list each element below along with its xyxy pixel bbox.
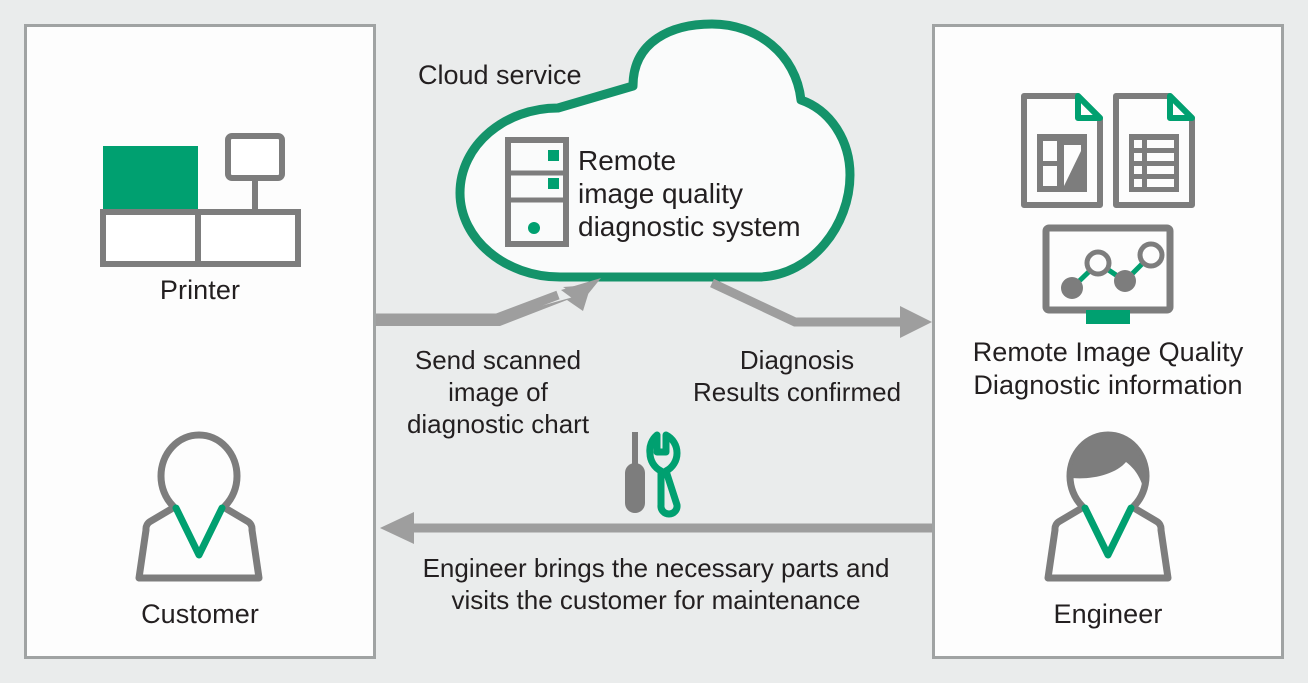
diagnostic-information-label: Remote Image Quality Diagnostic informat… xyxy=(972,337,1244,400)
cloud-system-title: Remote image quality diagnostic system xyxy=(578,145,801,242)
panel-customer xyxy=(24,24,376,659)
engineer-label: Engineer xyxy=(1053,599,1163,629)
screwdriver-wrench-icon xyxy=(625,431,681,518)
customer-label: Customer xyxy=(141,599,259,629)
cloud-service-label: Cloud service xyxy=(418,60,582,90)
arrow-label-send-scanned-image: Send scanned image of diagnostic chart xyxy=(406,345,590,439)
printer-label: Printer xyxy=(159,275,241,305)
arrow-engineer-maintenance xyxy=(380,512,932,544)
server-icon xyxy=(505,137,569,247)
arrow-send-scanned-image xyxy=(376,278,601,326)
arrow-diagnosis-results xyxy=(710,278,932,338)
arrow-label-diagnosis-results: Diagnosis Results confirmed xyxy=(692,345,902,407)
arrow-label-engineer-maintenance: Engineer brings the necessary parts and … xyxy=(422,553,890,615)
